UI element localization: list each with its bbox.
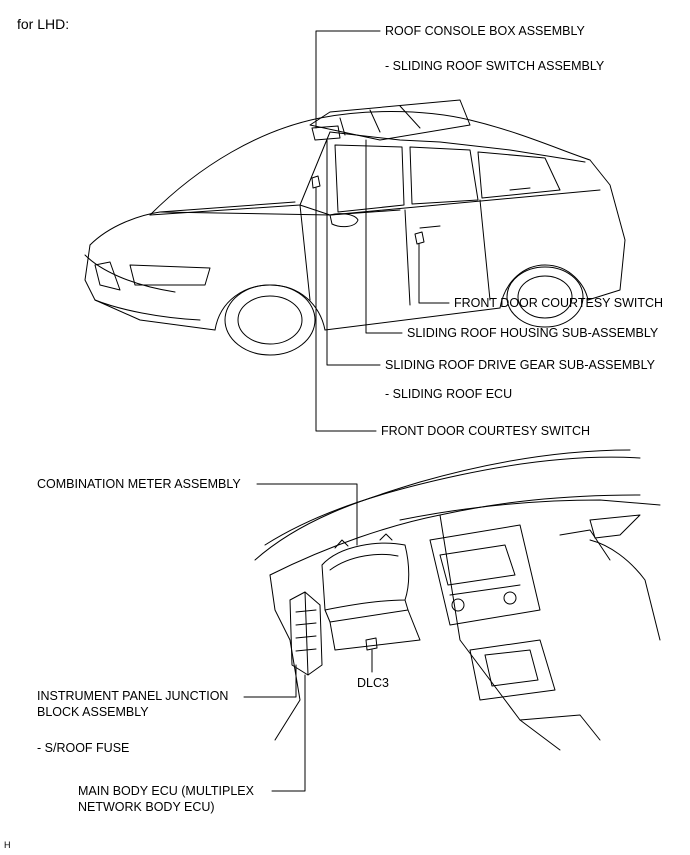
car-leader-lines — [315, 30, 450, 432]
car-illustration — [84, 99, 626, 356]
label-front-door-courtesy-switch-right: FRONT DOOR COURTESY SWITCH — [454, 296, 664, 310]
label-sliding-roof-housing: SLIDING ROOF HOUSING SUB-ASSEMBLY — [407, 326, 659, 340]
variant-label: for LHD: — [17, 16, 70, 32]
footer-code: H — [4, 840, 11, 850]
label-roof-console-box: ROOF CONSOLE BOX ASSEMBLY — [385, 24, 585, 38]
label-sliding-roof-drive-gear: SLIDING ROOF DRIVE GEAR SUB-ASSEMBLY — [385, 358, 655, 372]
label-front-door-courtesy-switch-left: FRONT DOOR COURTESY SWITCH — [381, 424, 591, 438]
dash-leader-lines — [243, 483, 373, 792]
label-main-body-ecu-line1: MAIN BODY ECU (MULTIPLEX — [78, 784, 254, 798]
label-dlc3: DLC3 — [357, 676, 389, 690]
label-sroof-fuse: - S/ROOF FUSE — [37, 741, 130, 755]
label-combination-meter: COMBINATION METER ASSEMBLY — [37, 477, 241, 491]
dashboard-illustration — [254, 449, 661, 751]
label-sliding-roof-switch: - SLIDING ROOF SWITCH ASSEMBLY — [385, 59, 605, 73]
label-instrument-panel-junction-line1: INSTRUMENT PANEL JUNCTION — [37, 689, 229, 703]
label-main-body-ecu-line2: NETWORK BODY ECU) — [78, 800, 215, 814]
label-sliding-roof-ecu: - SLIDING ROOF ECU — [385, 387, 513, 401]
label-instrument-panel-junction-line2: BLOCK ASSEMBLY — [37, 705, 149, 719]
